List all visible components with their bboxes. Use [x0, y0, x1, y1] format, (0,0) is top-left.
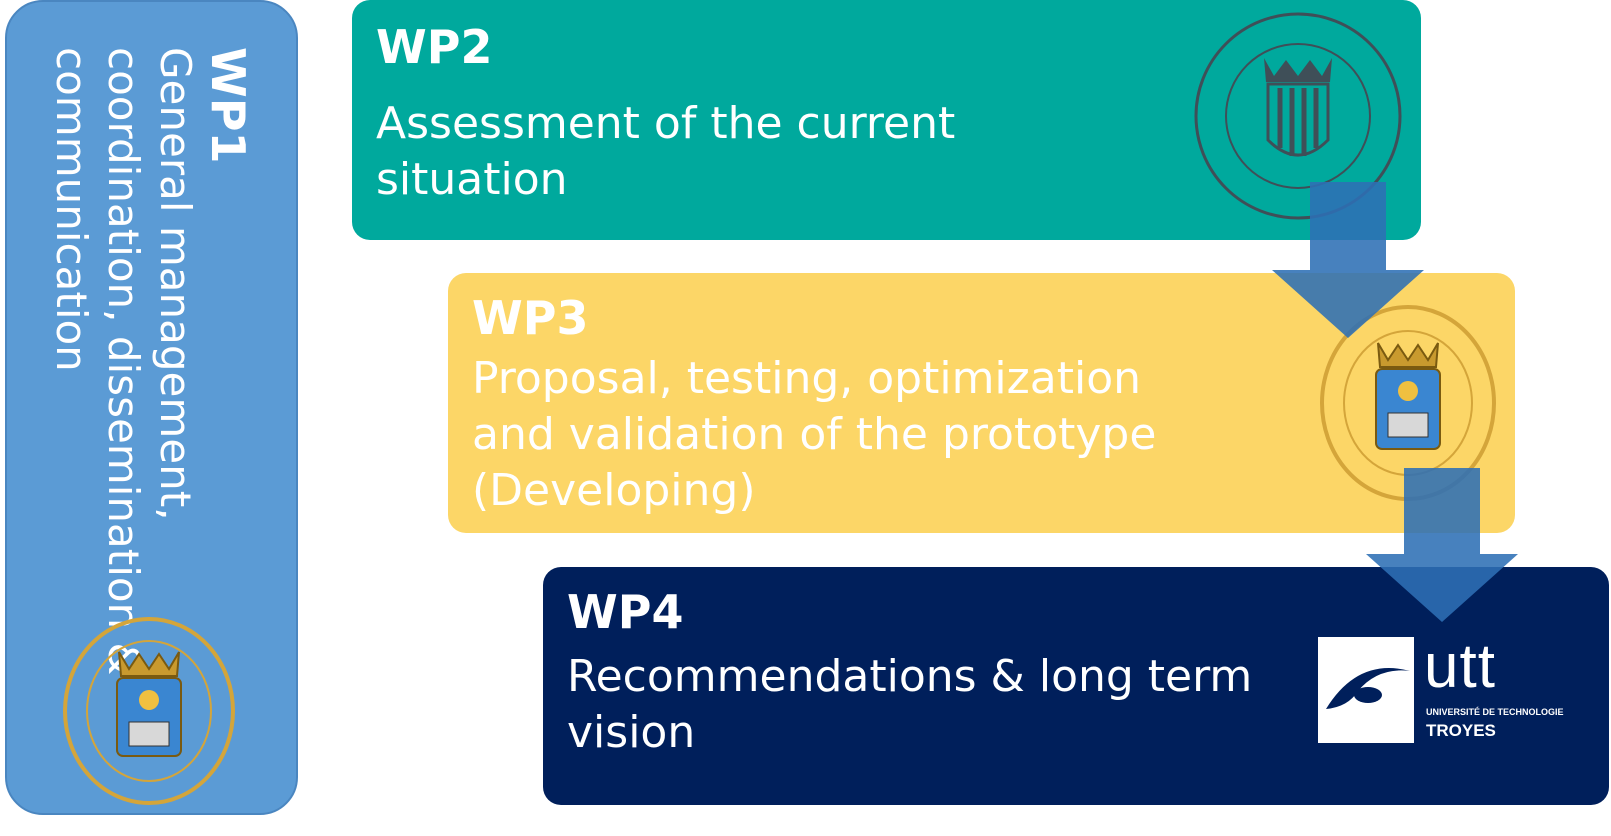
wp3-title: WP3 [472, 291, 589, 345]
utt-city-text: TROYES [1426, 721, 1496, 740]
wp4-title: WP4 [567, 585, 684, 639]
wp3-body: Proposal, testing, optimization and vali… [472, 353, 1157, 516]
upv-seal-icon [1194, 12, 1402, 220]
utt-logo: utt UNIVERSITÉ DE TECHNOLOGIE TROYES [1318, 632, 1588, 747]
utt-main-text: utt [1424, 632, 1496, 701]
wp2-body: Assessment of the current situation [376, 98, 956, 205]
wp2-title: WP2 [376, 20, 493, 74]
wp4-body: Recommendations & long term vision [567, 651, 1253, 758]
wp1-box: WP1 General management, coordination, di… [5, 0, 298, 815]
arrow-wp3-to-wp4-icon [1366, 468, 1518, 622]
utt-swoosh-icon [1318, 637, 1414, 743]
arrow-wp2-to-wp3-icon [1272, 182, 1424, 338]
upm-seal-icon [63, 617, 235, 805]
wp2-box: WP2 Assessment of the current situation [352, 0, 1421, 240]
utt-sub-text: UNIVERSITÉ DE TECHNOLOGIE [1426, 707, 1564, 717]
